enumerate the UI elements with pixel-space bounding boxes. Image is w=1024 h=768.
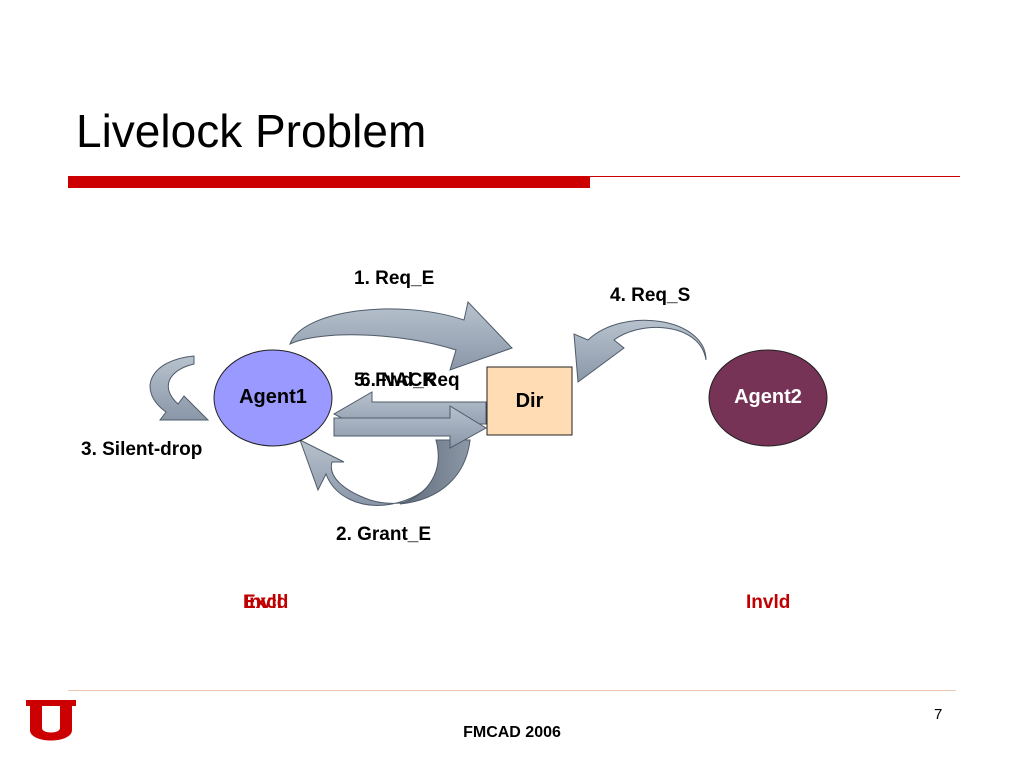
req-s-arrow	[573, 319, 707, 383]
agent2-node	[708, 349, 828, 447]
grant-e-label: 2. Grant_E	[336, 524, 432, 545]
university-u-logo-icon	[26, 700, 76, 741]
req-e-label: 1. Req_E	[354, 268, 435, 289]
nack-label: 6. NACK	[360, 370, 437, 391]
agent1-state-excl: Excl	[243, 592, 283, 613]
agent1-label: Agent1	[239, 386, 307, 408]
footer-text: FMCAD 2006	[463, 724, 561, 741]
fwd-req-arrow	[333, 405, 487, 449]
slide-title: Livelock Problem	[76, 105, 427, 157]
agent1-node	[213, 349, 333, 447]
silent-drop-label: 3. Silent-drop	[81, 439, 203, 460]
agent2-state: Invld	[746, 592, 791, 613]
silent-drop-arrow	[149, 355, 210, 421]
title-rule-thin	[590, 176, 960, 177]
req-e-arrow	[289, 300, 513, 371]
grant-e-arrow-shadow	[399, 439, 471, 505]
footer-rule	[68, 690, 956, 691]
page-number: 7	[934, 706, 943, 723]
fwd-req-label: 5. Fwd_Req	[354, 370, 460, 391]
title-rule-thick	[68, 176, 590, 188]
dir-node	[486, 366, 573, 436]
dir-label: Dir	[515, 390, 544, 412]
agent2-label: Agent2	[734, 386, 802, 408]
req-s-label: 4. Req_S	[610, 285, 691, 306]
agent1-state-invld: Invld	[244, 592, 289, 613]
